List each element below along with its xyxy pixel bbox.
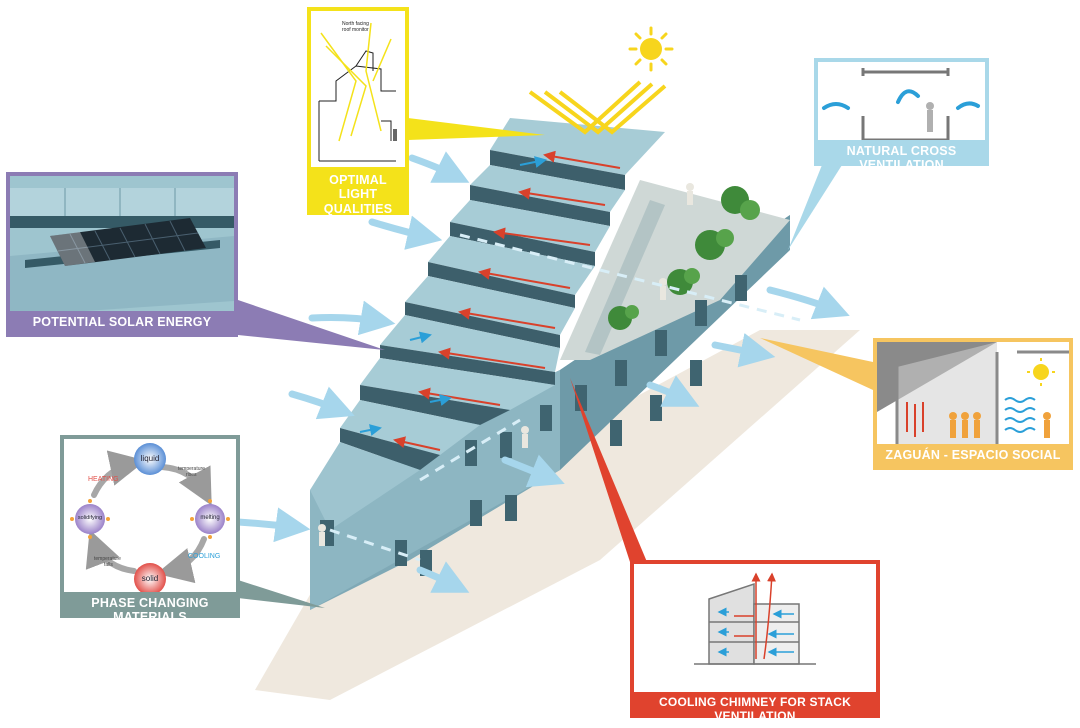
temp-rises-line2: rises — [186, 471, 197, 478]
callout-title-cross: NATURAL CROSS VENTILATION — [818, 140, 985, 172]
callout-solar-energy: POTENTIAL SOLAR ENERGY — [6, 172, 238, 337]
airflow-path-dashed — [329, 233, 801, 562]
temp-falls-line1: temperature — [94, 556, 121, 562]
airflow-arrow-icon — [234, 151, 850, 593]
callout-zaguan: ZAGUÁN - ESPACIO SOCIAL — [873, 338, 1073, 470]
leader-cross — [788, 165, 842, 250]
roof-monitor-sketch — [318, 22, 397, 162]
solar-roof-closeup — [10, 176, 234, 316]
light-title-line2: QUALITIES — [323, 201, 393, 216]
pcm-solidifying-label: solidifying — [77, 515, 103, 521]
temp-rises-line1: temperature — [178, 466, 205, 472]
sun-icon — [628, 26, 674, 72]
pcm-cycle-diagram — [70, 443, 230, 595]
person-icon — [318, 183, 694, 546]
callout-cross-ventilation: NATURAL CROSS VENTILATION — [814, 58, 989, 172]
callout-title-zaguan: ZAGUÁN - ESPACIO SOCIAL — [877, 444, 1069, 466]
leader-zaguan — [760, 338, 873, 390]
pcm-melting-label: melting — [200, 515, 220, 521]
airflow-arrow-icon — [822, 89, 980, 110]
pcm-temp-rises: temperature rises — [178, 466, 205, 478]
callout-title-pcm: PHASE CHANGING MATERIALS — [64, 592, 236, 624]
pcm-heating-label: HEATING — [88, 476, 119, 483]
zaguan-section — [877, 342, 1069, 446]
callout-title-chimney: COOLING CHIMNEY FOR STACK VENTILATION — [634, 692, 876, 723]
sketch-label-line1: North facing — [342, 21, 369, 27]
callout-title-solar: POTENTIAL SOLAR ENERGY — [10, 311, 234, 333]
pcm-temp-falls: temperature falls — [94, 556, 121, 568]
leader-pcm — [238, 580, 325, 608]
callout-optimal-light: North facing roof monitor OPTIMAL LIGHT … — [307, 7, 409, 216]
callout-cooling-chimney: COOLING CHIMNEY FOR STACK VENTILATION — [630, 560, 880, 723]
solar-panel-icon — [50, 218, 206, 266]
sun-rays — [528, 80, 667, 135]
pcm-liquid-label: liquid — [140, 454, 160, 463]
airflow-arrow-icon — [1004, 397, 1036, 433]
leader-solar — [238, 300, 385, 350]
callout-title-light: OPTIMAL LIGHT QUALITIES — [311, 167, 405, 216]
light-title-line1: OPTIMAL LIGHT — [329, 173, 387, 202]
person-icon — [949, 412, 1051, 438]
cross-ventilation-section — [822, 68, 980, 142]
person-icon — [926, 102, 934, 132]
sketch-label-line2: roof monitor — [342, 26, 369, 33]
building-front-facade — [310, 370, 560, 610]
pcm-solid-label: solid — [141, 574, 159, 583]
stepped-roof-tiers — [310, 118, 665, 530]
ground-shadow — [255, 330, 860, 700]
pcm-cooling-label: COOLING — [188, 553, 221, 560]
temp-falls-line2: falls — [104, 561, 113, 568]
stack-ventilation-section — [694, 572, 816, 665]
leader-light — [408, 118, 545, 140]
leader-chimney — [570, 378, 647, 562]
callout-phase-changing-materials: liquid solid solidifying melting HEATING… — [60, 435, 240, 624]
